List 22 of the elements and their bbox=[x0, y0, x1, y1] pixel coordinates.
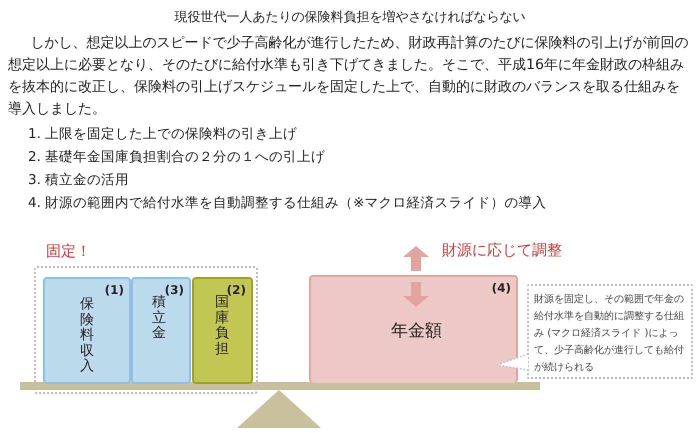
block-label: 年金額 bbox=[391, 321, 442, 341]
vertical-label: 国庫負担 bbox=[214, 295, 229, 357]
pension-block bbox=[309, 275, 518, 383]
revenue-block bbox=[131, 277, 191, 384]
item-number: (2) bbox=[226, 283, 246, 297]
list-item: 4. 財源の範囲内で給付水準を自動調整する仕組み（※マクロ経済スライド）の導入 bbox=[28, 194, 546, 213]
revenue-block bbox=[43, 277, 131, 384]
item-number: (3) bbox=[164, 283, 184, 297]
item-number: (1) bbox=[104, 283, 124, 297]
callout-bubble bbox=[527, 284, 693, 379]
list-item: 3. 積立金の活用 bbox=[28, 171, 130, 190]
list-item: 1. 上限を固定した上での保険料の引き上げ bbox=[28, 125, 298, 144]
paragraph: しかし、想定以上のスピードで少子高齢化が進行したため、財政再計算のたびに保険料の引上げが前回の想定以上に必要となり、そのたびに給付水準も引き下げてきました。そこで、平成16年に年金財政の枠組みを抜本的に改正し、保険料の引上げスケジュールを固定した上で、自動的に財政のバランスを取る仕組みを導入しました。 bbox=[8, 34, 690, 119]
vertical-label: 保険料収入 bbox=[79, 297, 95, 374]
revenue-block bbox=[192, 277, 253, 384]
adjustment-label: 財源に応じて調整 bbox=[442, 240, 562, 260]
vertical-label: 積立金 bbox=[151, 295, 166, 342]
group-heading: 固定！ bbox=[46, 241, 91, 261]
item-number: (4) bbox=[492, 281, 511, 295]
callout-text: 財源を固定し、その範囲で年金の給付水準を自動的に調整する仕組み (マクロ経済スライド )によって、少子高齢化が進行しても給付が続けられる bbox=[534, 292, 685, 375]
page-title: 現役世代一人あたりの保険料負担を増やさなければならない bbox=[174, 9, 526, 27]
list-item: 2. 基礎年金国庫負担割合の２分の１への引上げ bbox=[28, 148, 326, 167]
